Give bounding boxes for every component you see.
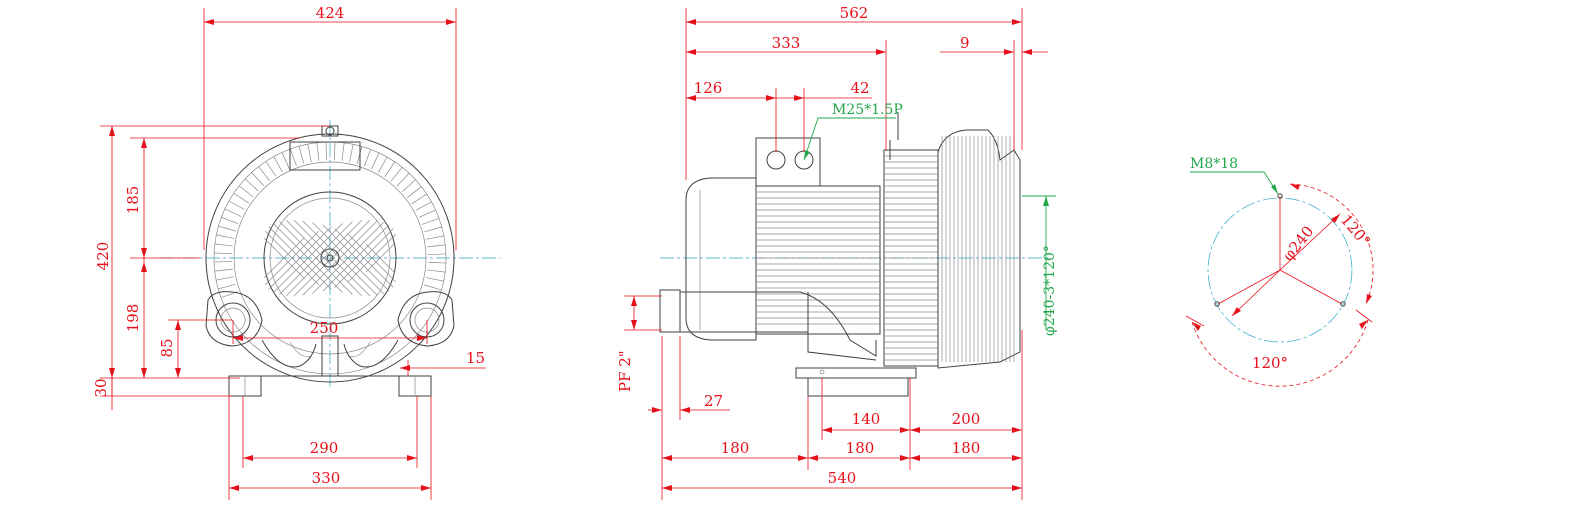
front-view-dimensions: 424 420 185 198 85 30 250 [92,4,486,500]
port-size: PF 2" [616,350,634,392]
cooling-fins [214,142,446,299]
dim-198: 198 [124,304,142,333]
bolt-hole-top [1277,193,1283,199]
motor-cover [263,191,397,325]
dim-180-a: 180 [721,439,750,457]
dim-9: 9 [960,34,970,52]
dim-180-c: 180 [952,439,981,457]
dim-424: 424 [316,4,345,22]
dim-126: 126 [694,79,723,97]
base-plate [795,367,917,379]
dim-85: 85 [158,338,176,357]
dim-140: 140 [852,410,881,428]
dim-200: 200 [952,410,981,428]
dim-42: 42 [850,79,869,97]
dim-333: 333 [772,34,801,52]
thread-callout: M25*1.5P [832,102,903,118]
motor-fins [756,191,880,325]
cover-grille [263,219,397,297]
terminal-box [755,137,821,187]
angle-upper: 120° [1337,211,1374,250]
side-view [659,112,1050,397]
flange-view: φ240 120° 120° M8*18 [1185,156,1374,387]
dim-562: 562 [840,4,869,22]
dim-290: 290 [310,439,339,457]
dim-180-b: 180 [846,439,875,457]
dim-330: 330 [312,469,341,487]
angle-lower: 120° [1252,354,1288,372]
dim-30: 30 [92,378,110,397]
pcd-label: φ240 [1279,223,1317,265]
bolt-callout: M8*18 [1190,156,1238,172]
dim-540: 540 [828,469,857,487]
dim-15: 15 [466,349,485,367]
dim-27: 27 [704,392,723,410]
front-view [160,120,500,397]
flange-callout: φ240-3*120° [1042,245,1058,336]
side-view-dimensions: 562 333 9 126 42 M25*1.5P φ240-3*120° [616,4,1058,500]
dim-250: 250 [310,319,339,337]
dim-185: 185 [124,186,142,215]
housing-fins [884,155,938,361]
bolt-hole-right [1340,301,1346,307]
impeller-fins [941,136,1015,362]
bolt-hole-left [1214,301,1220,307]
dim-420: 420 [94,242,112,271]
bolt-circle [1207,197,1353,343]
fan-housing-outline [205,133,455,383]
